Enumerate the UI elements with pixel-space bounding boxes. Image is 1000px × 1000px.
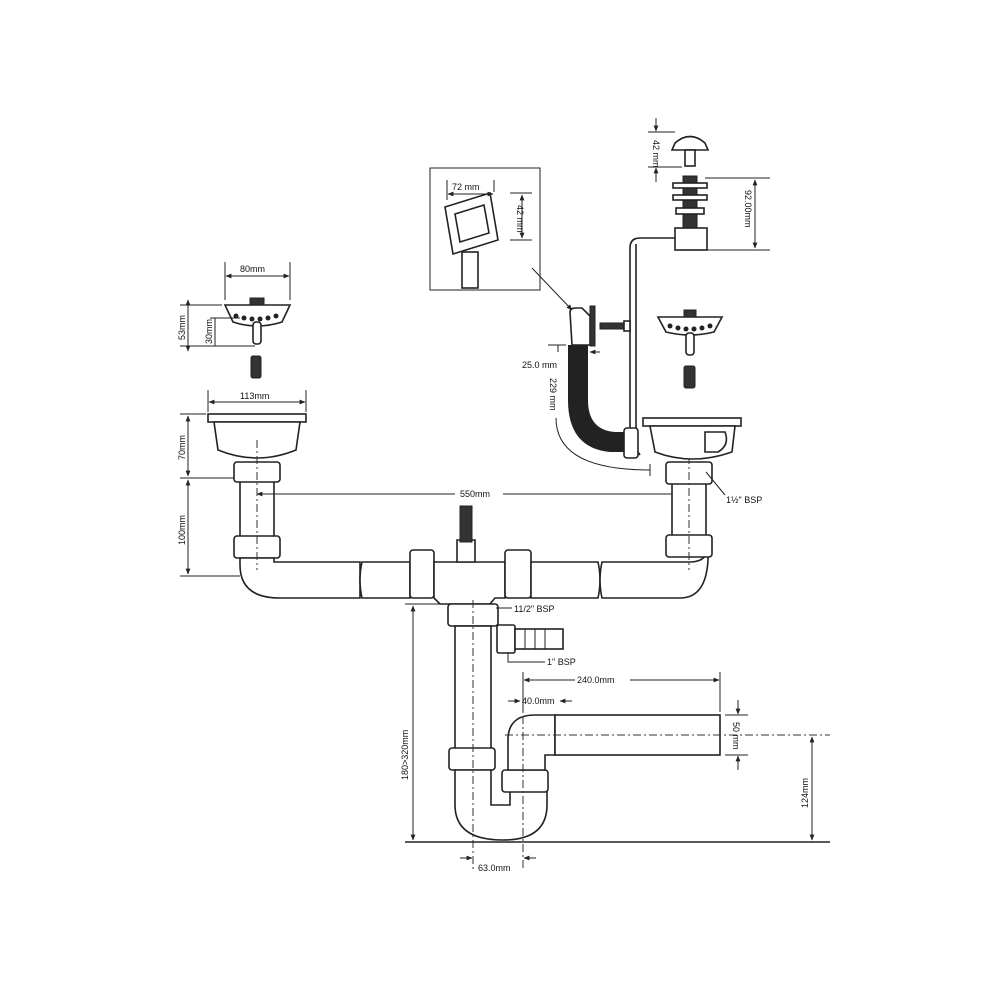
trap-inlet-thread-label: 11/2" BSP (514, 604, 555, 614)
outlet-diameter-label: 50 mm (731, 722, 741, 750)
strainer-stem-label: 30mm (204, 319, 214, 344)
waste-centers-label: 550mm (460, 489, 490, 499)
hose-length-label: 229 mm (548, 378, 558, 411)
left-tailpiece (233, 440, 361, 599)
hose-diameter-label: 25.0 mm (522, 360, 557, 370)
right-sink-bowl (642, 417, 742, 460)
popup-waste (629, 135, 710, 456)
bottle-trap (447, 600, 830, 870)
outlet-height-label: 124mm (800, 778, 810, 808)
horizontal-waste-pipe (359, 505, 709, 605)
popup-knob-height-label: 42 mm (651, 140, 661, 168)
overflow-inset (429, 167, 541, 291)
side-inlet-thread-label: 1" BSP (547, 657, 576, 667)
trap-height-label: 180>320mm (400, 730, 410, 780)
left-strainer (223, 297, 292, 379)
strainer-diameter-label: 80mm (240, 264, 265, 274)
left-bolt-icon (250, 355, 262, 379)
overflow-height-label: 42 mm (515, 205, 525, 233)
popup-body-height-label: 92.00mm (743, 190, 753, 228)
strainer-height-label: 53mm (177, 315, 187, 340)
tail-length-label: 100mm (177, 515, 187, 545)
right-strainer (656, 309, 724, 389)
bowl-diameter-label: 113mm (240, 391, 269, 401)
right-thread-label: 1½" BSP (726, 495, 762, 505)
trap-width-label: 63.0mm (478, 863, 511, 873)
right-tailpiece (665, 440, 713, 570)
overflow-hose (568, 305, 639, 459)
outlet-offset-label: 40.0mm (522, 696, 555, 706)
bowl-depth-label: 70mm (177, 435, 187, 460)
overflow-width-label: 72 mm (452, 182, 480, 192)
outlet-length-label: 240.0mm (577, 675, 615, 685)
